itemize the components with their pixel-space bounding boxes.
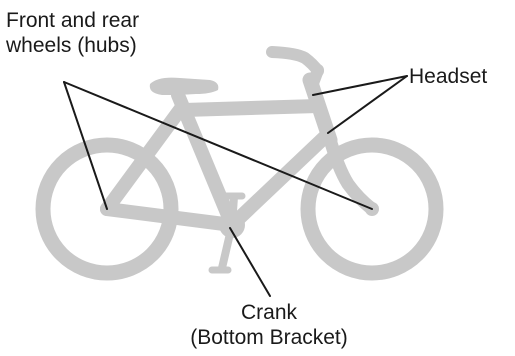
label-wheels-line2: wheels (hubs) [6, 34, 137, 57]
saddle [149, 77, 219, 95]
label-crank-bottom-bracket: Crank (Bottom Bracket) [157, 300, 381, 350]
leader-wheels-to-front-hub [63, 81, 373, 210]
seat-stay [100, 100, 189, 216]
leader-wheels-to-rear-hub [63, 81, 108, 210]
down-tube [225, 127, 335, 232]
leader-headset-to-head-tube [327, 75, 408, 134]
handlebar [266, 46, 324, 77]
label-headset: Headset [409, 65, 488, 88]
chainring [219, 212, 245, 238]
label-wheels-line1: Front and rear [6, 9, 140, 32]
top-tube [177, 99, 325, 117]
leader-headset-to-stem [312, 75, 408, 96]
chain-stay [100, 202, 239, 232]
front-wheel [300, 137, 444, 281]
rear-wheel [35, 137, 179, 281]
bicycle-illustration [35, 46, 444, 281]
label-front-and-rear-wheels: Front and rear wheels (hubs) [6, 8, 139, 58]
label-crank-line2: (Bottom Bracket) [190, 326, 348, 349]
label-crank-line1: Crank [240, 301, 298, 324]
leader-lines [63, 75, 408, 297]
leader-crank [229, 227, 271, 297]
fork [322, 129, 379, 216]
